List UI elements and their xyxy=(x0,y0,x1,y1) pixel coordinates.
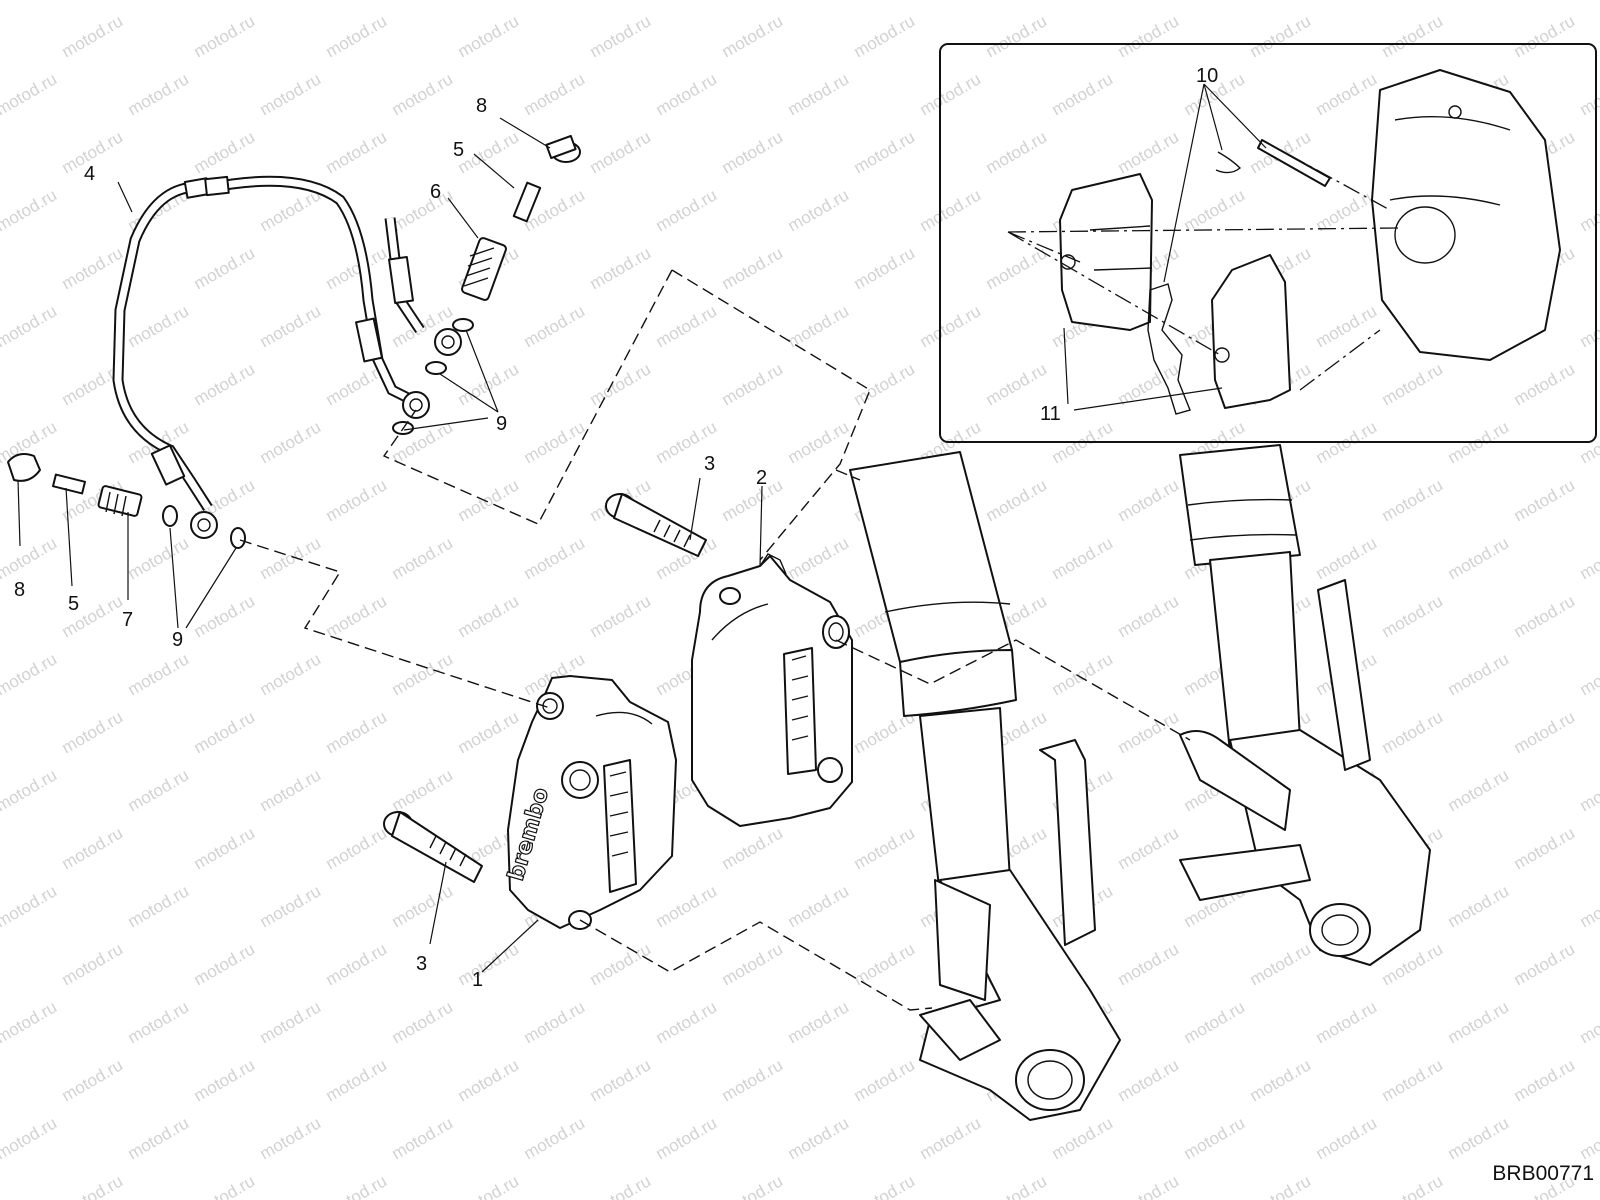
caliper-bolt-upper xyxy=(605,493,707,557)
routing-dash-left xyxy=(239,539,551,709)
callout-11: 11 xyxy=(1040,403,1061,425)
fork-leg-rear xyxy=(1179,444,1431,966)
callout-4: 4 xyxy=(84,163,95,185)
brake-hose xyxy=(112,175,462,539)
routing-dash-lower xyxy=(579,919,933,1011)
caliper-bolt-lower xyxy=(383,811,483,883)
callout-5-lower: 5 xyxy=(68,593,79,615)
inset-brake-pad-outer xyxy=(1059,173,1153,331)
callout-1: 1 xyxy=(472,969,483,991)
lower-fittings xyxy=(7,453,246,549)
callout-10: 10 xyxy=(1196,65,1218,87)
routing-dash-upper xyxy=(382,269,871,561)
inset-pad-spring xyxy=(1147,283,1191,415)
callout-8-lower: 8 xyxy=(14,579,25,601)
caliper-right xyxy=(691,553,853,827)
inset-brake-pad-inner xyxy=(1211,254,1291,409)
inset-axis-line xyxy=(1007,227,1401,233)
callout-6: 6 xyxy=(430,181,441,203)
callout-9-upper: 9 xyxy=(496,413,507,435)
callout-9-lower: 9 xyxy=(172,629,183,651)
callout-5-upper: 5 xyxy=(453,139,464,161)
caliper-left xyxy=(507,675,677,930)
leader-lines xyxy=(17,83,1267,973)
inset-caliper-body xyxy=(1371,69,1561,361)
inset-detail-frame xyxy=(939,43,1597,443)
callout-7: 7 xyxy=(122,609,133,631)
callout-3-upper: 3 xyxy=(704,453,715,475)
fork-leg-front xyxy=(849,451,1121,1121)
routing-dash-right xyxy=(835,639,1191,741)
callout-8-upper: 8 xyxy=(476,95,487,117)
callout-3-lower: 3 xyxy=(416,953,427,975)
callout-2: 2 xyxy=(756,467,767,489)
upper-fittings xyxy=(392,134,581,435)
drawing-reference-code: BRB00771 xyxy=(1492,1162,1594,1185)
inset-pad-pin xyxy=(1215,139,1331,187)
